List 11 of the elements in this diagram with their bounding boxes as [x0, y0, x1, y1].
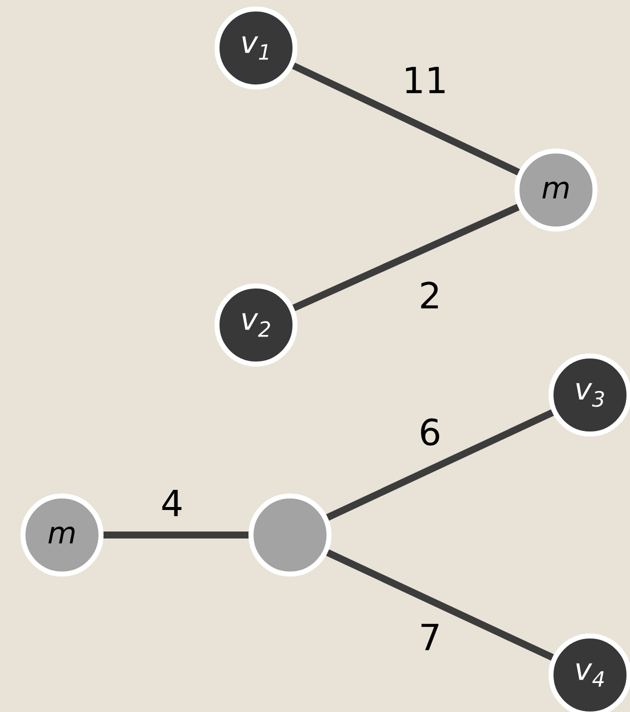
edge-label: 11: [406, 66, 445, 94]
edge-line: [326, 409, 554, 521]
edge-label: 6: [421, 418, 440, 446]
edge-label: 4: [162, 490, 182, 516]
edge-line: [292, 62, 520, 176]
edge-label: 2: [421, 282, 438, 308]
edge-line: [326, 549, 554, 661]
edge-line: [104, 532, 248, 538]
edge-label: 7: [422, 624, 438, 650]
vertex-circle: [248, 494, 332, 576]
edge-line: [292, 204, 520, 312]
